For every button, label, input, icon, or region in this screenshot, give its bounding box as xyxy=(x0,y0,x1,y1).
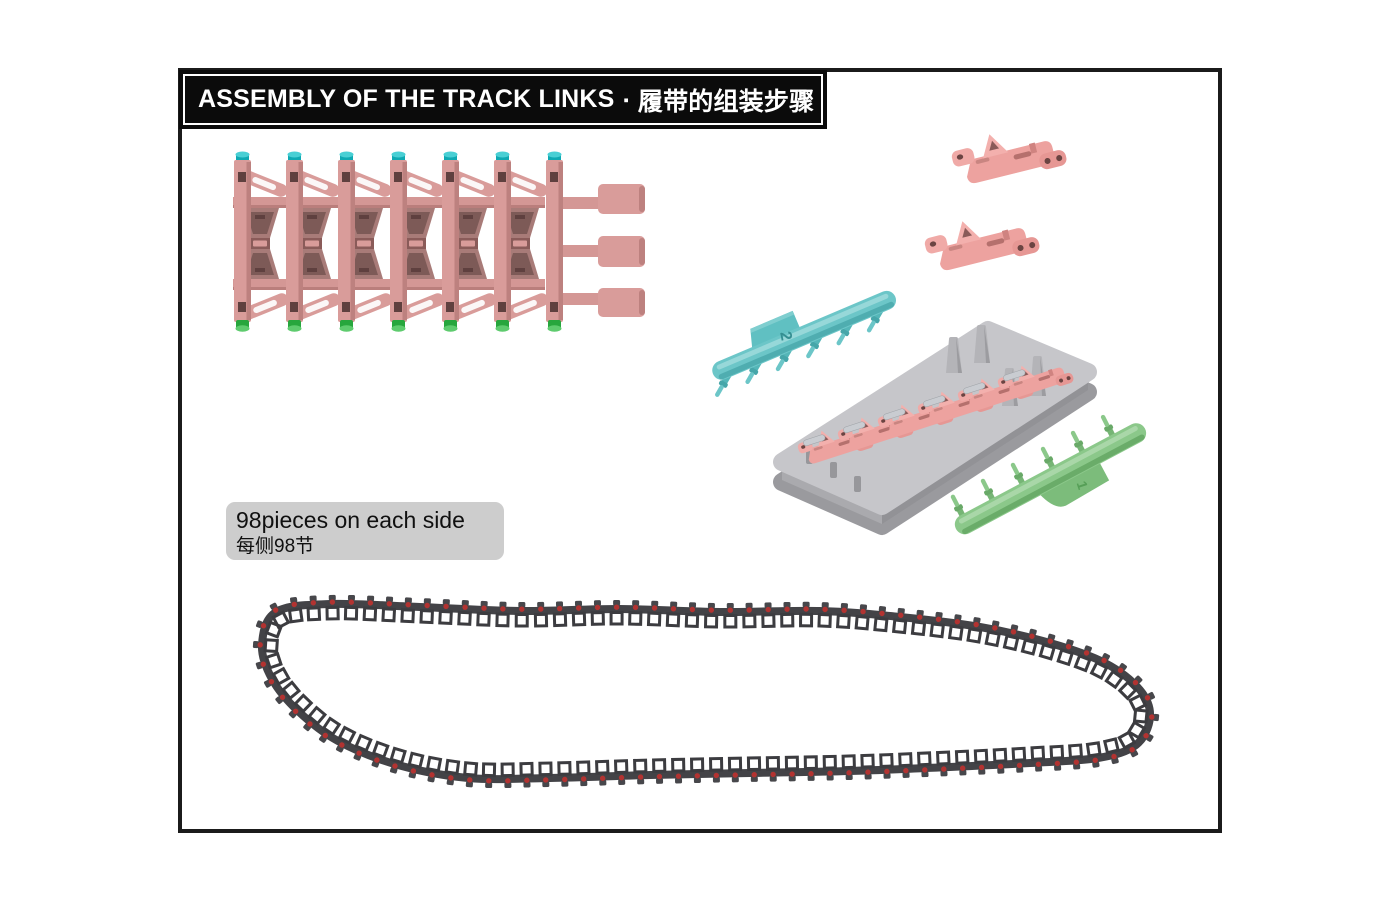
sprue-tab xyxy=(598,184,645,214)
section-header-inner: ASSEMBLY OF THE TRACK LINKS ▪ 履带的组装步骤 xyxy=(183,74,823,125)
separated-track-link xyxy=(921,204,1041,278)
assembled-track-loop xyxy=(252,594,1160,789)
piece-count-english: 98pieces on each side xyxy=(236,507,465,533)
track-pin-sprue-green: 1 xyxy=(950,414,1147,535)
track-pin-sprue-teal: 2 xyxy=(712,290,897,397)
sprue-tab xyxy=(598,236,645,267)
assembly-jig xyxy=(773,321,1097,535)
section-title-chinese: 履带的组装步骤 xyxy=(637,87,815,116)
piece-count-chinese: 每侧98节 xyxy=(236,536,315,557)
section-header: ASSEMBLY OF THE TRACK LINKS ▪ 履带的组装步骤 xyxy=(179,70,827,129)
track-loop-links xyxy=(252,594,1160,789)
track-link-sprue-cluster xyxy=(233,151,645,332)
section-title-english: ASSEMBLY OF THE TRACK LINKS xyxy=(198,85,615,113)
title-separator-square: ▪ xyxy=(623,92,629,109)
sprue-tab xyxy=(598,288,645,317)
separated-track-link xyxy=(948,117,1068,191)
piece-count-note: 98pieces on each side 每侧98节 xyxy=(226,502,504,560)
teal-sprue-marking: 2 xyxy=(776,330,794,342)
